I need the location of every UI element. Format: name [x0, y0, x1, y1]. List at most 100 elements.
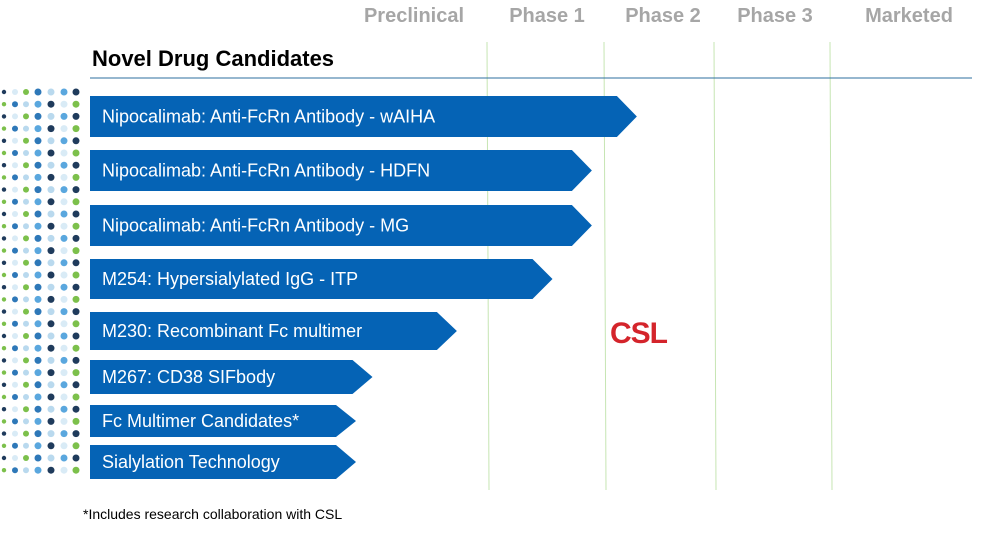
- decorative-dot: [23, 455, 29, 461]
- pipeline-bar: [90, 312, 457, 350]
- decorative-dot: [34, 222, 42, 230]
- decorative-dot: [34, 308, 42, 316]
- decorative-dot: [12, 223, 18, 230]
- decorative-dot: [34, 369, 42, 377]
- decorative-dot: [60, 356, 68, 364]
- decorative-dot: [72, 356, 80, 364]
- decorative-dot: [34, 295, 42, 303]
- decorative-dot: [34, 332, 42, 340]
- decorative-dot: [23, 101, 29, 108]
- decorative-dot: [72, 88, 80, 96]
- decorative-dot: [1, 272, 7, 278]
- decorative-dot: [12, 272, 18, 278]
- decorative-dot: [72, 100, 80, 108]
- decorative-dot: [47, 149, 55, 157]
- decorative-dot: [60, 112, 68, 120]
- decorative-dot: [23, 186, 29, 193]
- decorative-dot: [72, 259, 80, 267]
- decorative-dot: [23, 357, 29, 364]
- decorative-dot: [47, 137, 55, 145]
- decorative-dot: [60, 369, 68, 377]
- decorative-dot: [60, 393, 68, 401]
- decorative-dot: [1, 431, 7, 436]
- decorative-dot: [47, 247, 55, 255]
- decorative-dot: [72, 320, 80, 328]
- decorative-dot: [23, 442, 29, 449]
- decorative-dot: [47, 173, 55, 181]
- decorative-dot: [12, 430, 18, 437]
- decorative-dot: [47, 210, 55, 218]
- decorative-dot: [23, 381, 29, 388]
- decorative-dot: [12, 406, 18, 413]
- decorative-dot: [60, 332, 68, 340]
- decorative-dot: [1, 321, 7, 326]
- decorative-dot: [60, 210, 68, 218]
- decorative-dot: [34, 442, 42, 450]
- decorative-dot: [72, 271, 80, 279]
- decorative-dot: [23, 198, 29, 205]
- footnote: *Includes research collaboration with CS…: [83, 506, 342, 522]
- decorative-dot: [34, 393, 42, 401]
- decorative-dot: [47, 234, 55, 242]
- decorative-dot: [34, 430, 42, 438]
- decorative-dot: [12, 296, 18, 303]
- bar-label: M230: Recombinant Fc multimer: [102, 321, 362, 341]
- bar-label: Nipocalimab: Anti-FcRn Antibody - MG: [102, 216, 409, 236]
- decorative-dot: [34, 186, 42, 194]
- decorative-dot: [12, 137, 18, 144]
- decorative-dot: [60, 173, 68, 181]
- pipeline-bar: [90, 205, 592, 246]
- decorative-dot: [12, 247, 18, 254]
- decorative-dot: [1, 455, 7, 461]
- decorative-dot: [72, 161, 80, 169]
- decorative-dot: [47, 295, 55, 303]
- decorative-dot: [47, 442, 55, 450]
- decorative-dot: [72, 137, 80, 145]
- decorative-dot: [72, 222, 80, 230]
- pipeline-bars: Nipocalimab: Anti-FcRn Antibody - wAIHAN…: [90, 96, 637, 479]
- decorative-dot: [72, 308, 80, 316]
- decorative-dot: [23, 467, 29, 474]
- decorative-dot: [47, 308, 55, 316]
- decorative-dot: [12, 235, 18, 242]
- decorative-dot: [34, 405, 42, 413]
- decorative-dot: [72, 234, 80, 242]
- decorative-dot: [72, 332, 80, 340]
- decorative-dot: [47, 466, 55, 474]
- decorative-dot: [12, 345, 18, 352]
- decorative-dot: [47, 198, 55, 206]
- decorative-dot: [1, 309, 7, 314]
- bar-label: M254: Hypersialylated IgG - ITP: [102, 269, 358, 289]
- decorative-dot: [12, 442, 18, 449]
- decorative-dot: [1, 370, 7, 375]
- decorative-dot: [34, 137, 42, 145]
- bar-label: M267: CD38 SIFbody: [102, 367, 275, 387]
- decorative-dot: [72, 417, 80, 425]
- decorative-dot: [34, 356, 42, 364]
- decorative-dot: [47, 405, 55, 413]
- decorative-dot: [12, 211, 18, 217]
- decorative-dot: [1, 126, 7, 131]
- pipeline-bar: [90, 405, 356, 437]
- decorative-dot: [12, 357, 18, 364]
- decorative-dot: [23, 296, 29, 303]
- bar-label: Fc Multimer Candidates*: [102, 411, 299, 431]
- decorative-dot: [1, 89, 7, 95]
- decorative-dot: [60, 161, 68, 169]
- decorative-dot: [1, 248, 7, 253]
- decorative-dot: [72, 369, 80, 377]
- decorative-dot: [1, 138, 7, 143]
- decorative-dot: [12, 89, 18, 95]
- decorative-dot: [1, 443, 7, 448]
- bar-label: Nipocalimab: Anti-FcRn Antibody - HDFN: [102, 161, 430, 181]
- decorative-dot: [47, 112, 55, 120]
- decorative-dot: [47, 88, 55, 96]
- decorative-dot: [23, 430, 29, 437]
- decorative-dot: [60, 186, 68, 194]
- stage-label-phase-2: Phase 2: [625, 5, 701, 27]
- decorative-dot: [60, 222, 68, 230]
- decorative-dot: [60, 137, 68, 145]
- decorative-dot: [23, 369, 29, 376]
- decorative-dot: [60, 466, 68, 474]
- decorative-dot: [34, 454, 42, 462]
